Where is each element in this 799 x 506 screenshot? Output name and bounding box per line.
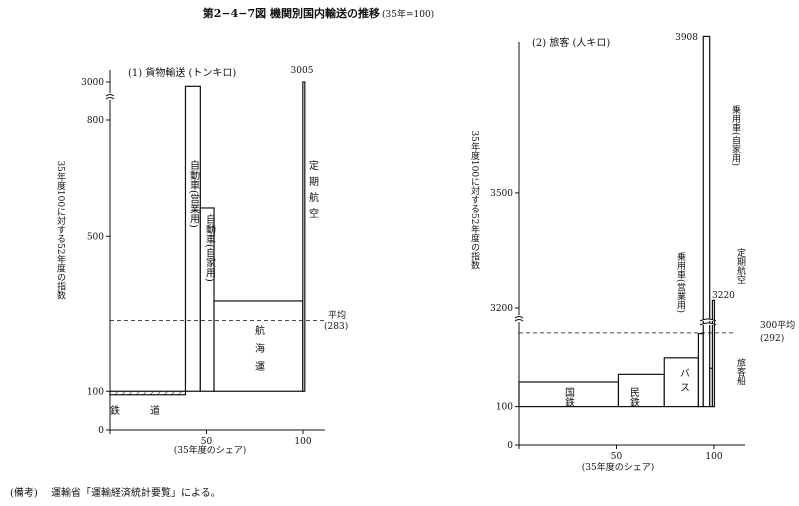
freight-average-value: (283) — [324, 321, 348, 332]
passenger-bars — [518, 35, 716, 408]
passenger-chart: (2) 旅客 (人キロ) 0 100 3200 3500 50 100 300平均 (2… — [469, 33, 795, 473]
passenger-bar-6 — [711, 299, 716, 408]
figure-title-suffix: (35年=100) — [382, 8, 434, 20]
freight-y-tick-label: 3000 — [81, 78, 104, 88]
freight-bar-2 — [199, 207, 215, 392]
freight-label-truck-commercial: 自動車(営業用) — [188, 159, 200, 228]
passenger-x-ticks: 50 100 — [518, 445, 723, 462]
freight-axis-break — [105, 94, 115, 100]
freight-value-3005: 3005 — [291, 66, 314, 76]
freight-label-rail: 鉄道 — [110, 404, 190, 417]
freight-x-ticks: 50 100 — [109, 430, 312, 447]
passenger-x-label: (35年度のシェア) — [582, 461, 654, 473]
figure-note: (備考) 運輸省「運輸経済統計要覧」による。 — [10, 484, 221, 499]
freight-average-label: 平均 — [328, 309, 346, 321]
passenger-y-ticks: 0 100 3200 3500 — [490, 189, 519, 451]
passenger-label-taxi: 乗用車(営業用) — [675, 251, 686, 313]
freight-label-truck-private: 自動車(自家用) — [204, 213, 216, 282]
passenger-average-label: 300平均 — [760, 319, 795, 331]
passenger-bar-3 — [697, 333, 704, 408]
freight-bars — [109, 81, 306, 396]
passenger-label-bus: バス — [678, 368, 690, 396]
passenger-label-air: 定期航空 — [735, 247, 746, 284]
passenger-bar-2 — [663, 357, 700, 408]
passenger-x-tick-label: 50 — [611, 452, 623, 462]
note-label: (備考) — [10, 488, 38, 499]
freight-y-tick-label: 500 — [87, 232, 104, 242]
passenger-label-private-car: 乗用車(自家用) — [730, 104, 741, 166]
passenger-y-tick-label: 0 — [507, 441, 513, 451]
note-text: 運輸省「運輸経済統計要覧」による。 — [51, 488, 221, 499]
freight-y-tick-label: 100 — [87, 387, 104, 397]
passenger-y-label: 35年度100に対する52年度の指数 — [469, 130, 480, 270]
freight-x-tick-label: 100 — [294, 437, 311, 447]
passenger-y-tick-label: 100 — [496, 403, 513, 413]
figure-title: 第2−4−7図 機関別国内輸送の推移 — [203, 6, 380, 20]
freight-y-tick-label: 800 — [87, 116, 104, 126]
passenger-average-value: (292) — [760, 333, 784, 344]
freight-y-tick-label: 0 — [98, 426, 104, 436]
freight-label-air: 定期航空 — [307, 159, 319, 224]
freight-bar-4 — [302, 81, 306, 392]
passenger-bar-1 — [617, 373, 665, 408]
passenger-label-ship: 旅客船 — [735, 357, 746, 386]
passenger-chart-title: (2) 旅客 (人キロ) — [532, 36, 610, 49]
passenger-y-tick-label: 3500 — [490, 189, 513, 199]
freight-bar-1 — [184, 85, 201, 392]
freight-x-tick-label: 50 — [201, 437, 213, 447]
passenger-value-3220: 3220 — [712, 291, 735, 301]
passenger-bar-break — [699, 318, 717, 326]
passenger-axis-break — [514, 316, 524, 322]
passenger-x-tick-label: 100 — [705, 452, 722, 462]
passenger-y-tick-label: 3200 — [490, 304, 513, 314]
passenger-value-3908: 3908 — [675, 33, 698, 43]
freight-bar-3 — [213, 300, 304, 392]
freight-chart-title: (1) 貨物輸送 (トンキロ) — [128, 66, 236, 79]
freight-y-ticks: 0 100 500 800 3000 — [81, 78, 110, 436]
freight-x-label: (35年度のシェア) — [174, 444, 246, 456]
passenger-bar-0 — [518, 381, 620, 408]
freight-y-label: 35年度100に対する52年度の指数 — [55, 160, 66, 300]
passenger-label-private-rail: 民鉄 — [628, 387, 640, 408]
passenger-label-jnr: 国鉄 — [563, 387, 575, 408]
passenger-bar-4 — [702, 35, 711, 408]
freight-bar-0 — [109, 390, 187, 396]
freight-label-shipping: 航海運 — [253, 324, 265, 379]
